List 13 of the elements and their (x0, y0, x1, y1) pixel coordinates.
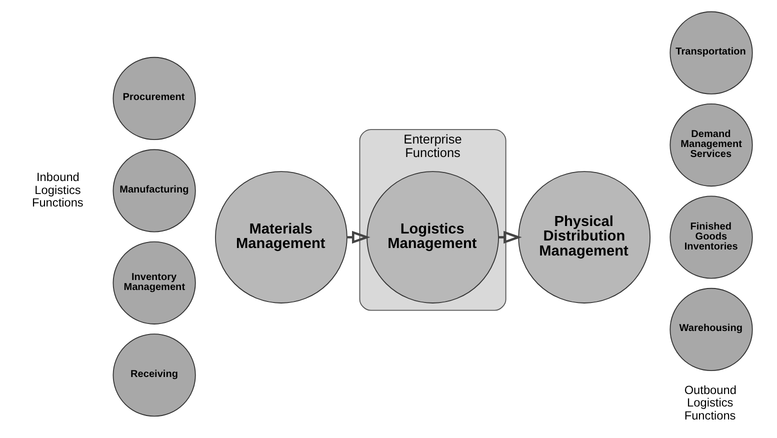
node-circle: Receiving (112, 334, 196, 417)
node-circle: Transportation (670, 11, 753, 94)
node-circle: Procurement (112, 56, 196, 140)
node-circle: Warehousing (670, 288, 753, 372)
node-circle: Demand Management Services (670, 104, 753, 187)
node-circle: Logistics Management (366, 171, 499, 304)
node-circle: Finished Goods Inventories (670, 196, 753, 279)
node-circle: Physical Distribution Management (518, 171, 651, 304)
node-circle: Inventory Management (112, 241, 196, 324)
node-circle: Materials Management (215, 171, 348, 304)
label: Outbound Logistics Functions (684, 382, 736, 422)
label: Inbound Logistics Functions (32, 170, 84, 210)
node-circle: Manufacturing (112, 149, 196, 232)
